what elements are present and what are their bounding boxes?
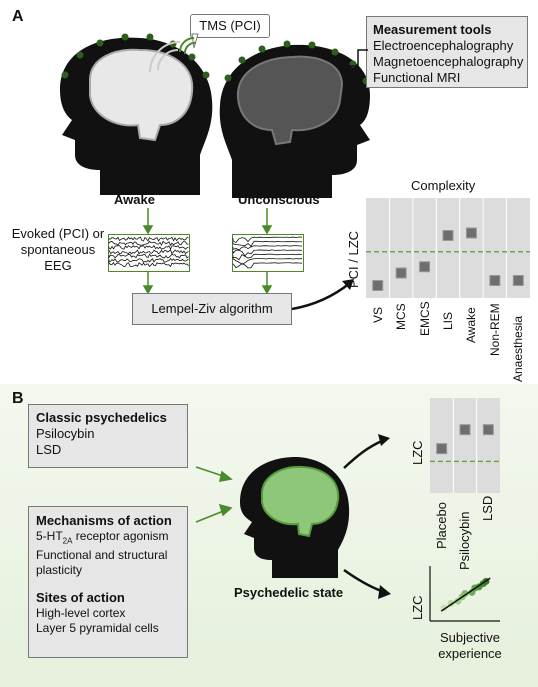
mechanisms-title: Mechanisms of action bbox=[36, 513, 172, 528]
eeg-trace-line bbox=[108, 261, 189, 268]
lzc-drug-tick-labels: Placebo Psilocybin LSD bbox=[430, 495, 500, 570]
tms-label: TMS (PCI) bbox=[199, 18, 261, 33]
scatter-xlabel: Subjective experience bbox=[420, 630, 520, 662]
mechanisms-line3: plasticity bbox=[36, 563, 83, 578]
sites-cortex: High-level cortex bbox=[36, 606, 126, 621]
scatter-point bbox=[461, 590, 469, 597]
eeg-trace-line bbox=[232, 253, 303, 261]
arrows-to-eeg bbox=[142, 208, 273, 295]
awake-eeg-trace bbox=[108, 234, 190, 272]
eeg-trace-line bbox=[232, 249, 303, 257]
eeg-trace-line bbox=[108, 240, 189, 247]
complexity-chart-title: Complexity bbox=[411, 178, 476, 193]
sites-title: Sites of action bbox=[36, 590, 125, 606]
panel-b-letter: B bbox=[12, 390, 24, 407]
measurement-tools-box: Measurement tools Electroencephalography… bbox=[366, 16, 528, 88]
eeg-label-line3: EEG bbox=[44, 258, 72, 273]
chart-a-marker-emcs bbox=[419, 261, 431, 273]
eeg-trace-line bbox=[232, 240, 303, 247]
chart-b-tick-lsd: LSD bbox=[480, 495, 496, 521]
chart-a-marker-non-rem bbox=[489, 275, 501, 286]
psychedelic-state-label: Psychedelic state bbox=[234, 585, 344, 600]
scatter-xlabel-line1: Subjective bbox=[440, 630, 500, 645]
chart-a-marker-mcs bbox=[395, 267, 407, 279]
unconscious-label: Unconscious bbox=[238, 192, 320, 207]
b-chart-ylabel: LZC bbox=[410, 440, 425, 465]
lzc-drug-chart bbox=[430, 398, 500, 493]
measurement-connector bbox=[341, 49, 368, 69]
chart-b-tick-placebo: Placebo bbox=[433, 502, 449, 549]
classic-lsd: LSD bbox=[36, 442, 62, 457]
unconscious-eeg-trace bbox=[232, 234, 304, 272]
chart-a-marker-awake bbox=[465, 227, 477, 239]
eeg-trace-line bbox=[108, 244, 189, 251]
eeg-trace-line bbox=[232, 262, 303, 269]
classic-psilocybin: Psilocybin bbox=[36, 426, 95, 441]
tms-coil-icon bbox=[179, 37, 197, 55]
chart-b-marker-psilocybin bbox=[459, 424, 471, 436]
scatter-ylabel: LZC bbox=[410, 595, 425, 620]
chart-a-marker-anaesthesia bbox=[512, 275, 524, 286]
awake-label: Awake bbox=[114, 192, 155, 207]
lempel-ziv-label: Lempel-Ziv algorithm bbox=[151, 301, 273, 316]
awake-brain bbox=[89, 48, 194, 142]
eeg-trace-line bbox=[108, 253, 189, 259]
measurement-tool-meg: Magnetoencephalography bbox=[373, 54, 524, 69]
chart-a-marker-lis bbox=[442, 230, 454, 241]
classic-psychedelics-box: Classic psychedelics Psilocybin LSD bbox=[28, 404, 188, 468]
mechanisms-line2: Functional and structural bbox=[36, 548, 168, 563]
unconscious-brain bbox=[236, 55, 344, 146]
eeg-label: Evoked (PCI) or spontaneous EEG bbox=[6, 226, 110, 274]
sites-layer5: Layer 5 pyramidal cells bbox=[36, 621, 159, 636]
eeg-trace-line bbox=[108, 249, 189, 255]
chart-b-marker-lsd bbox=[482, 424, 494, 436]
measurement-tools-title: Measurement tools bbox=[373, 22, 492, 37]
chart-b-marker-placebo bbox=[436, 443, 448, 455]
chart-b-tick-psilocybin: Psilocybin bbox=[457, 511, 472, 570]
mechanisms-box: Mechanisms of action 5-HT2A receptor ago… bbox=[28, 506, 188, 658]
chart-a-plot-area bbox=[366, 198, 530, 298]
measurement-tool-eeg: Electroencephalography bbox=[373, 38, 514, 53]
lzc-subjective-scatter bbox=[429, 566, 500, 622]
eeg-trace-line bbox=[108, 236, 189, 242]
eeg-trace-line bbox=[232, 245, 303, 251]
chart-a-marker-vs bbox=[372, 280, 384, 291]
mechanisms-line1: 5-HT2A receptor agonism bbox=[36, 529, 169, 546]
panel-a-letter: A bbox=[12, 8, 24, 25]
eeg-label-line1: Evoked (PCI) or bbox=[11, 226, 105, 241]
scatter-trend-line bbox=[440, 577, 491, 612]
psychedelic-head-illustration bbox=[240, 456, 350, 578]
eeg-label-line2: spontaneous bbox=[20, 242, 96, 257]
awake-head-illustration bbox=[60, 33, 213, 195]
unconscious-head-illustration bbox=[219, 40, 370, 198]
tms-callout: TMS (PCI) bbox=[190, 14, 270, 38]
scatter-xlabel-line2: experience bbox=[438, 646, 502, 661]
lempel-ziv-box: Lempel-Ziv algorithm bbox=[132, 293, 292, 325]
psychedelic-brain bbox=[261, 465, 340, 538]
complexity-chart bbox=[366, 198, 530, 298]
lz-to-chart-arrow bbox=[291, 279, 354, 311]
eeg-trace-line bbox=[108, 258, 189, 263]
measurement-tool-fmri: Functional MRI bbox=[373, 70, 461, 85]
eeg-trace-line bbox=[232, 236, 303, 243]
classic-psychedelics-title: Classic psychedelics bbox=[36, 410, 167, 425]
